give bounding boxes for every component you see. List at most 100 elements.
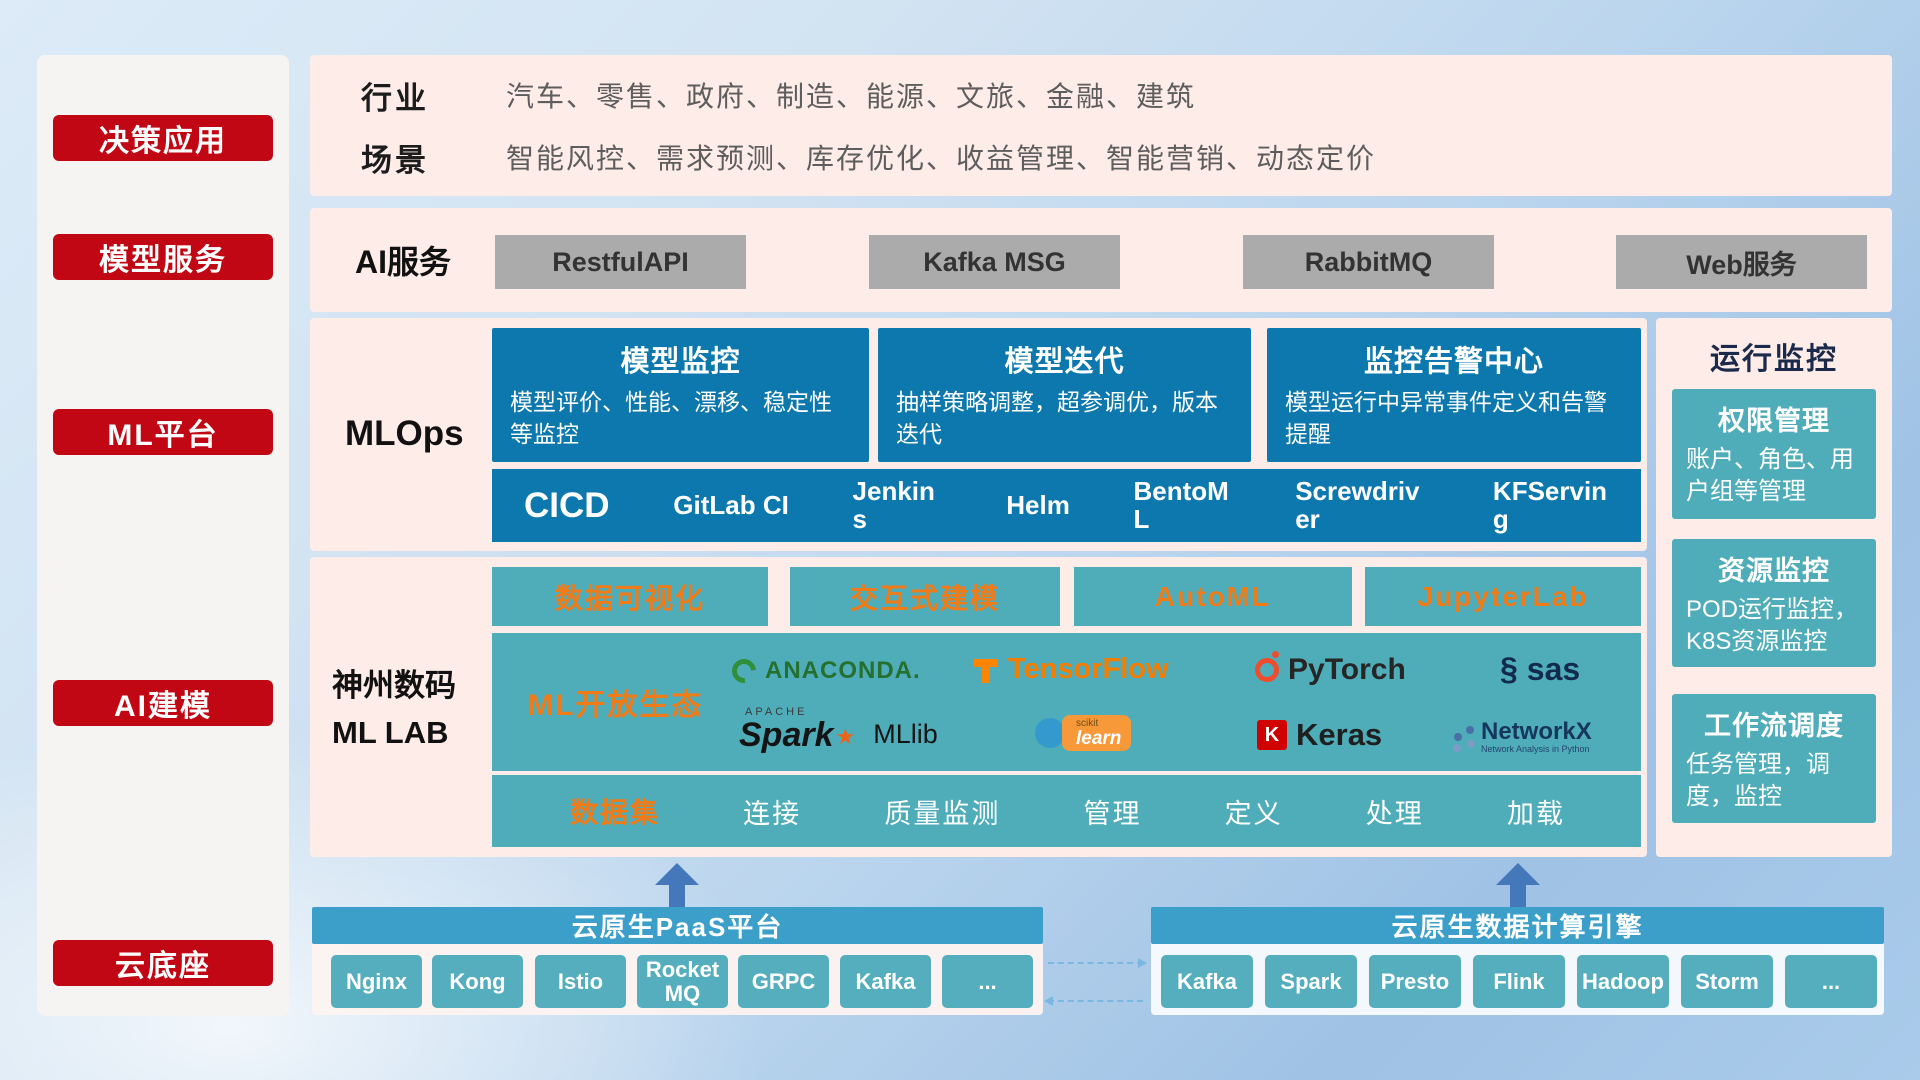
sidebar-item-decision-apps: 决策应用 (53, 115, 273, 161)
dataset-item-manage: 管理 (1083, 798, 1142, 829)
sas-swirl-icon (1500, 651, 1518, 688)
sas-logo: sas (1500, 651, 1580, 688)
chip-grpc: GRPC (738, 955, 829, 1008)
chip-nginx: Nginx (331, 955, 422, 1008)
mlops-label: MLOps (345, 414, 464, 453)
model-monitoring-desc: 模型评价、性能、漂移、稳定性等监控 (510, 389, 832, 448)
data-engine-bar-title: 云原生数据计算引擎 (1151, 907, 1884, 944)
chip-rocketmq: RocketMQ (637, 955, 728, 1008)
model-monitoring-title: 模型监控 (620, 346, 741, 378)
scikit-learn-badge: scikit learn (1062, 715, 1132, 751)
resource-monitoring-title: 资源监控 (1718, 556, 1830, 586)
sidebar-item-model-services: 模型服务 (53, 234, 273, 280)
anaconda-text: ANACONDA. (765, 657, 921, 684)
industry-row: 行业 汽车、零售、政府、制造、能源、文旅、金融、建筑 (310, 75, 1892, 116)
arrow-head (1496, 863, 1540, 885)
mllab-title-line1: 神州数码 (332, 668, 456, 703)
networkx-icon (1454, 733, 1462, 742)
mllib-text: MLlib (873, 719, 938, 749)
industry-label: 行业 (361, 80, 429, 116)
resource-monitoring-card: 资源监控 POD运行监控，K8S资源监控 (1672, 539, 1876, 667)
scikit-learn-logo: scikit learn (1035, 715, 1132, 751)
anaconda-icon (727, 654, 761, 688)
runtime-monitoring-panel: 运行监控 权限管理 账户、角色、用户组等管理 资源监控 POD运行监控，K8S资… (1656, 318, 1892, 857)
cicd-label: CICD (524, 485, 610, 525)
resource-monitoring-desc: POD运行监控，K8S资源监控 (1686, 596, 1859, 656)
ai-services-label: AI服务 (355, 244, 452, 280)
cicd-bar: CICD GitLab CI Jenkins Helm BentoML Scre… (492, 469, 1641, 542)
chip-more-2: ... (1785, 955, 1877, 1008)
chip-storm: Storm (1681, 955, 1773, 1008)
industry-content: 汽车、零售、政府、制造、能源、文旅、金融、建筑 (506, 81, 1197, 112)
permission-management-desc: 账户、角色、用户组等管理 (1686, 446, 1854, 506)
networkx-logo: NetworkX Network Analysis in Python (1454, 718, 1592, 755)
workflow-scheduling-desc: 任务管理，调度，监控 (1686, 751, 1830, 811)
dataset-item-define: 定义 (1224, 798, 1283, 829)
ml-ecosystem-box: ML开放生态 ANACONDA. TensorFlow PyTorch sas … (492, 633, 1641, 771)
runtime-monitoring-title: 运行监控 (1710, 343, 1838, 376)
tensorflow-text: TensorFlow (1008, 653, 1169, 685)
data-engine-group: 云原生数据计算引擎 Kafka Spark Presto Flink Hadoo… (1151, 907, 1884, 1015)
pytorch-icon (1255, 651, 1279, 682)
tool-screwdriver: Screwdriver (1295, 476, 1420, 534)
networkx-text: NetworkX (1481, 718, 1592, 745)
pytorch-text: PyTorch (1288, 653, 1406, 686)
dashed-arrow-left (1044, 996, 1143, 1006)
mllab-panel: 神州数码 ML LAB 数据可视化 交互式建模 AutoML JupyterLa… (310, 557, 1647, 857)
alert-center-desc: 模型运行中异常事件定义和告警提醒 (1285, 389, 1607, 448)
spark-star-icon: ★ (835, 724, 856, 749)
up-arrow-left (655, 863, 699, 907)
scenario-label: 场景 (361, 142, 429, 178)
sas-text: sas (1526, 651, 1581, 687)
mlops-panel: MLOps 模型监控 模型评价、性能、漂移、稳定性等监控 模型迭代 抽样策略调整… (310, 318, 1647, 551)
ai-services-panel: AI服务 RestfulAPI Kafka MSG RabbitMQ Web服务 (310, 208, 1892, 312)
scenario-content: 智能风控、需求预测、库存优化、收益管理、智能营销、动态定价 (506, 143, 1377, 174)
tool-chip-data-visualization: 数据可视化 (492, 567, 768, 626)
chip-kong: Kong (432, 955, 523, 1008)
service-chip-restfulapi: RestfulAPI (495, 235, 746, 289)
chip-flink: Flink (1473, 955, 1565, 1008)
dataset-item-load: 加载 (1506, 798, 1565, 829)
model-iteration-card: 模型迭代 抽样策略调整，超参调优，版本迭代 (878, 328, 1251, 462)
learn-text: learn (1076, 728, 1122, 749)
tool-gitlab-ci: GitLab CI (673, 489, 789, 520)
left-sidebar: 决策应用 模型服务 ML平台 AI建模 云底座 (37, 55, 289, 1016)
alert-center-card: 监控告警中心 模型运行中异常事件定义和告警提醒 (1267, 328, 1641, 462)
dashed-arrow-right (1048, 958, 1147, 968)
industry-scenario-panel: 行业 汽车、零售、政府、制造、能源、文旅、金融、建筑 场景 智能风控、需求预测、… (310, 55, 1892, 196)
tool-bentoml: BentoML (1133, 476, 1229, 534)
service-chip-kafka-msg: Kafka MSG (869, 235, 1120, 289)
service-chip-web: Web服务 (1616, 235, 1867, 289)
chip-istio: Istio (535, 955, 626, 1008)
model-iteration-title: 模型迭代 (1004, 346, 1125, 378)
keras-text: Keras (1296, 717, 1383, 752)
arrow-stem (1510, 885, 1526, 907)
permission-management-card: 权限管理 账户、角色、用户组等管理 (1672, 389, 1876, 519)
sidebar-item-ai-modeling: AI建模 (53, 680, 273, 726)
anaconda-logo: ANACONDA. (727, 654, 921, 688)
paas-group: 云原生PaaS平台 Nginx Kong Istio RocketMQ GRPC… (312, 907, 1043, 1015)
chip-kafka: Kafka (840, 955, 931, 1008)
mllab-title: 神州数码 ML LAB (332, 663, 456, 756)
tool-kfserving: KFServing (1492, 476, 1608, 534)
keras-logo: K Keras (1257, 717, 1382, 753)
chip-kafka-2: Kafka (1161, 955, 1253, 1008)
model-iteration-desc: 抽样策略调整，超参调优，版本迭代 (896, 389, 1218, 448)
tool-chip-jupyterlab: JupyterLab (1365, 567, 1641, 626)
dataset-item-connect: 连接 (743, 798, 802, 829)
dataset-bar: 数据集 连接 质量监测 管理 定义 处理 加载 (492, 775, 1641, 847)
tensorflow-logo: TensorFlow (973, 653, 1169, 686)
tool-chip-automl: AutoML (1074, 567, 1352, 626)
spark-text: Spark (739, 716, 834, 754)
model-monitoring-card: 模型监控 模型评价、性能、漂移、稳定性等监控 (492, 328, 869, 462)
scikit-text: scikit (1076, 718, 1099, 729)
up-arrow-right (1496, 863, 1540, 907)
alert-center-title: 监控告警中心 (1363, 346, 1544, 378)
dataset-item-process: 处理 (1365, 798, 1424, 829)
paas-bar-title: 云原生PaaS平台 (312, 907, 1043, 944)
dataset-item-quality: 质量监测 (884, 798, 1001, 829)
arrow-stem (669, 885, 685, 907)
tool-helm: Helm (1006, 489, 1070, 520)
chip-hadoop: Hadoop (1577, 955, 1669, 1008)
